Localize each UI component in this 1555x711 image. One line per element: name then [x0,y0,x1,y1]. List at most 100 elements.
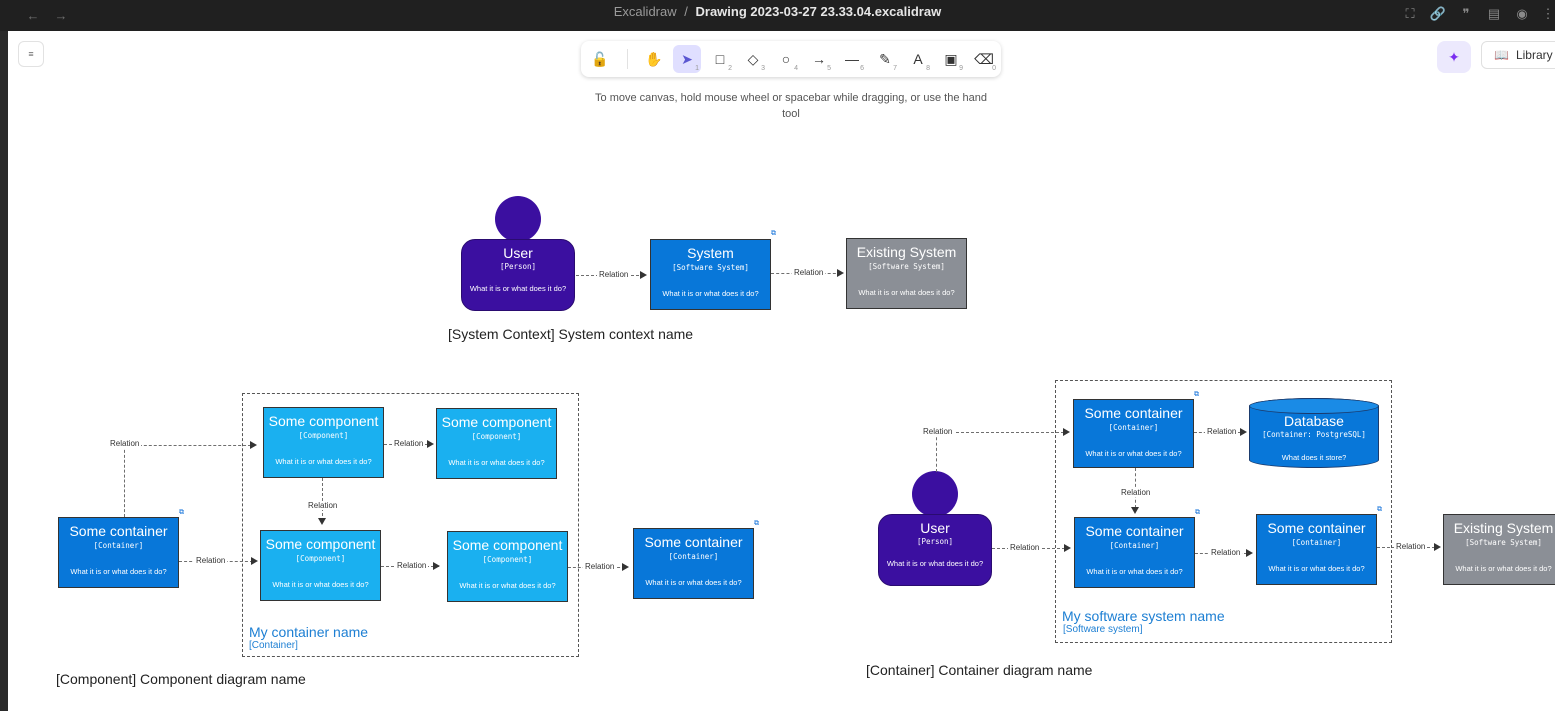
arrow-head [1063,428,1070,436]
selection-tool-icon[interactable]: ➤1 [673,45,701,73]
arrow-head [837,269,844,277]
forward-arrow-icon[interactable]: → [54,7,68,23]
container-box-1[interactable]: Some container [Container] What it is or… [1073,399,1194,468]
boundary-name: My software system name [1062,608,1225,624]
relation-label: Relation [395,561,429,570]
hand-tool-icon[interactable]: ✋ [645,50,663,67]
library-sidebar-toggle-icon[interactable]: ✦ [1437,41,1471,73]
draw-tool-icon[interactable]: ✎7 [879,50,897,73]
boundary-type: [Software system] [1063,624,1143,635]
person-head [495,196,541,242]
component-box-4[interactable]: Some component [Component] What it is or… [447,531,568,602]
container-existing-system-box[interactable]: Existing System [Software System] What i… [1443,514,1555,585]
fullscreen-icon[interactable]: ⛶ [1405,6,1415,21]
relation-label: Relation [392,439,426,448]
arrow-tool-icon[interactable]: →5 [812,51,831,72]
relation-label: Relation [306,501,340,510]
quote-icon[interactable]: ❞ [1462,6,1470,21]
relation-line [124,445,125,517]
image-tool-icon[interactable]: ▣9 [944,50,963,73]
relation-label: Relation [1394,542,1428,551]
relation-line [124,445,251,446]
arrow-head [1434,543,1441,551]
relation-label: Relation [792,268,826,277]
arrow-head [251,557,258,565]
rectangle-tool-icon[interactable]: □2 [715,51,732,72]
relation-label: Relation [108,439,142,448]
cylinder-top [1249,398,1379,414]
external-link-icon[interactable]: ⧉ [1377,506,1382,513]
external-link-icon[interactable]: ⧉ [771,230,776,237]
person-body: User [Person] What it is or what does it… [461,239,575,311]
canvas-hint: To move canvas, hold mouse wheel or spac… [595,92,987,120]
external-link-icon[interactable]: ⧉ [1194,391,1199,398]
app-name: Excalidraw [613,4,677,19]
person-body: User [Person] What it is or what does it… [878,514,992,586]
more-icon[interactable]: ⋮ [1541,6,1555,21]
arrow-head [1064,544,1071,552]
main-menu-button[interactable]: ≡ [18,41,44,67]
context-existing-system-box[interactable]: Existing System [Software System] What i… [846,238,967,309]
toolbar-divider [627,49,628,69]
link-icon[interactable]: 🔗 [1429,6,1447,21]
software-system-boundary[interactable] [1055,380,1392,643]
hamburger-icon: ≡ [28,49,34,59]
eraser-tool-icon[interactable]: ⌫0 [974,50,996,73]
container-boundary[interactable] [242,393,579,657]
arrow-head [640,271,647,279]
left-container-box[interactable]: Some container [Container] What it is or… [58,517,179,588]
relation-label: Relation [597,270,631,279]
library-label: Library [1515,48,1553,62]
container-box-2[interactable]: Some container [Container] What it is or… [1074,517,1195,588]
file-name: Drawing 2023-03-27 23.33.04.excalidraw [695,4,942,19]
book-icon: 📖 [1494,48,1509,62]
relation-label: Relation [194,556,228,565]
component-box-3[interactable]: Some component [Component] What it is or… [260,530,381,601]
component-diagram-caption: [Component] Component diagram name [56,671,306,687]
container-diagram-caption: [Container] Container diagram name [866,662,1093,678]
lock-tool-icon[interactable]: 🔓 [591,50,609,67]
system-context-caption: [System Context] System context name [448,326,694,342]
arrow-head [1246,549,1253,557]
relation-label: Relation [921,427,955,436]
boundary-type: [Container] [249,640,298,651]
component-box-2[interactable]: Some component [Component] What it is or… [436,408,557,479]
save-icon[interactable]: ▤ [1487,6,1501,21]
database-cylinder[interactable]: Database [Container: PostgreSQL] What do… [1249,398,1379,468]
context-system-box[interactable]: System [Software System] What it is or w… [650,239,771,310]
title-separator: / [684,4,688,19]
arrow-head [427,440,434,448]
arrow-head [622,563,629,571]
container-box-3[interactable]: Some container [Container] What it is or… [1256,514,1377,585]
component-box-1[interactable]: Some component [Component] What it is or… [263,407,384,478]
external-link-icon[interactable]: ⧉ [754,520,759,527]
arrow-head [1131,507,1139,514]
library-button[interactable]: 📖 Library [1481,41,1555,69]
arrow-head [433,562,440,570]
arrow-head [250,441,257,449]
relation-label: Relation [1119,488,1153,497]
right-container-box[interactable]: Some container [Container] What it is or… [633,528,754,599]
relation-label: Relation [583,562,617,571]
left-sidebar-strip [0,31,8,711]
line-tool-icon[interactable]: —6 [845,51,864,72]
boundary-name: My container name [249,624,369,640]
relation-line [936,432,937,472]
title-bar: ← → Excalidraw / Drawing 2023-03-27 23.3… [0,0,1555,31]
window-title: Excalidraw / Drawing 2023-03-27 23.33.04… [0,4,1555,19]
person-head [912,471,958,517]
diamond-tool-icon[interactable]: ◇3 [747,50,765,73]
external-link-icon[interactable]: ⧉ [1195,509,1200,516]
ellipse-tool-icon[interactable]: ○4 [781,51,798,72]
relation-line [936,432,1064,433]
external-link-icon[interactable]: ⧉ [179,509,184,516]
relation-label: Relation [1008,543,1042,552]
relation-line [322,478,323,521]
palette-icon[interactable]: ◉ [1516,6,1528,21]
back-arrow-icon[interactable]: ← [26,7,40,23]
database-text: Database [Container: PostgreSQL] What do… [1262,413,1366,462]
relation-label: Relation [1205,427,1239,436]
